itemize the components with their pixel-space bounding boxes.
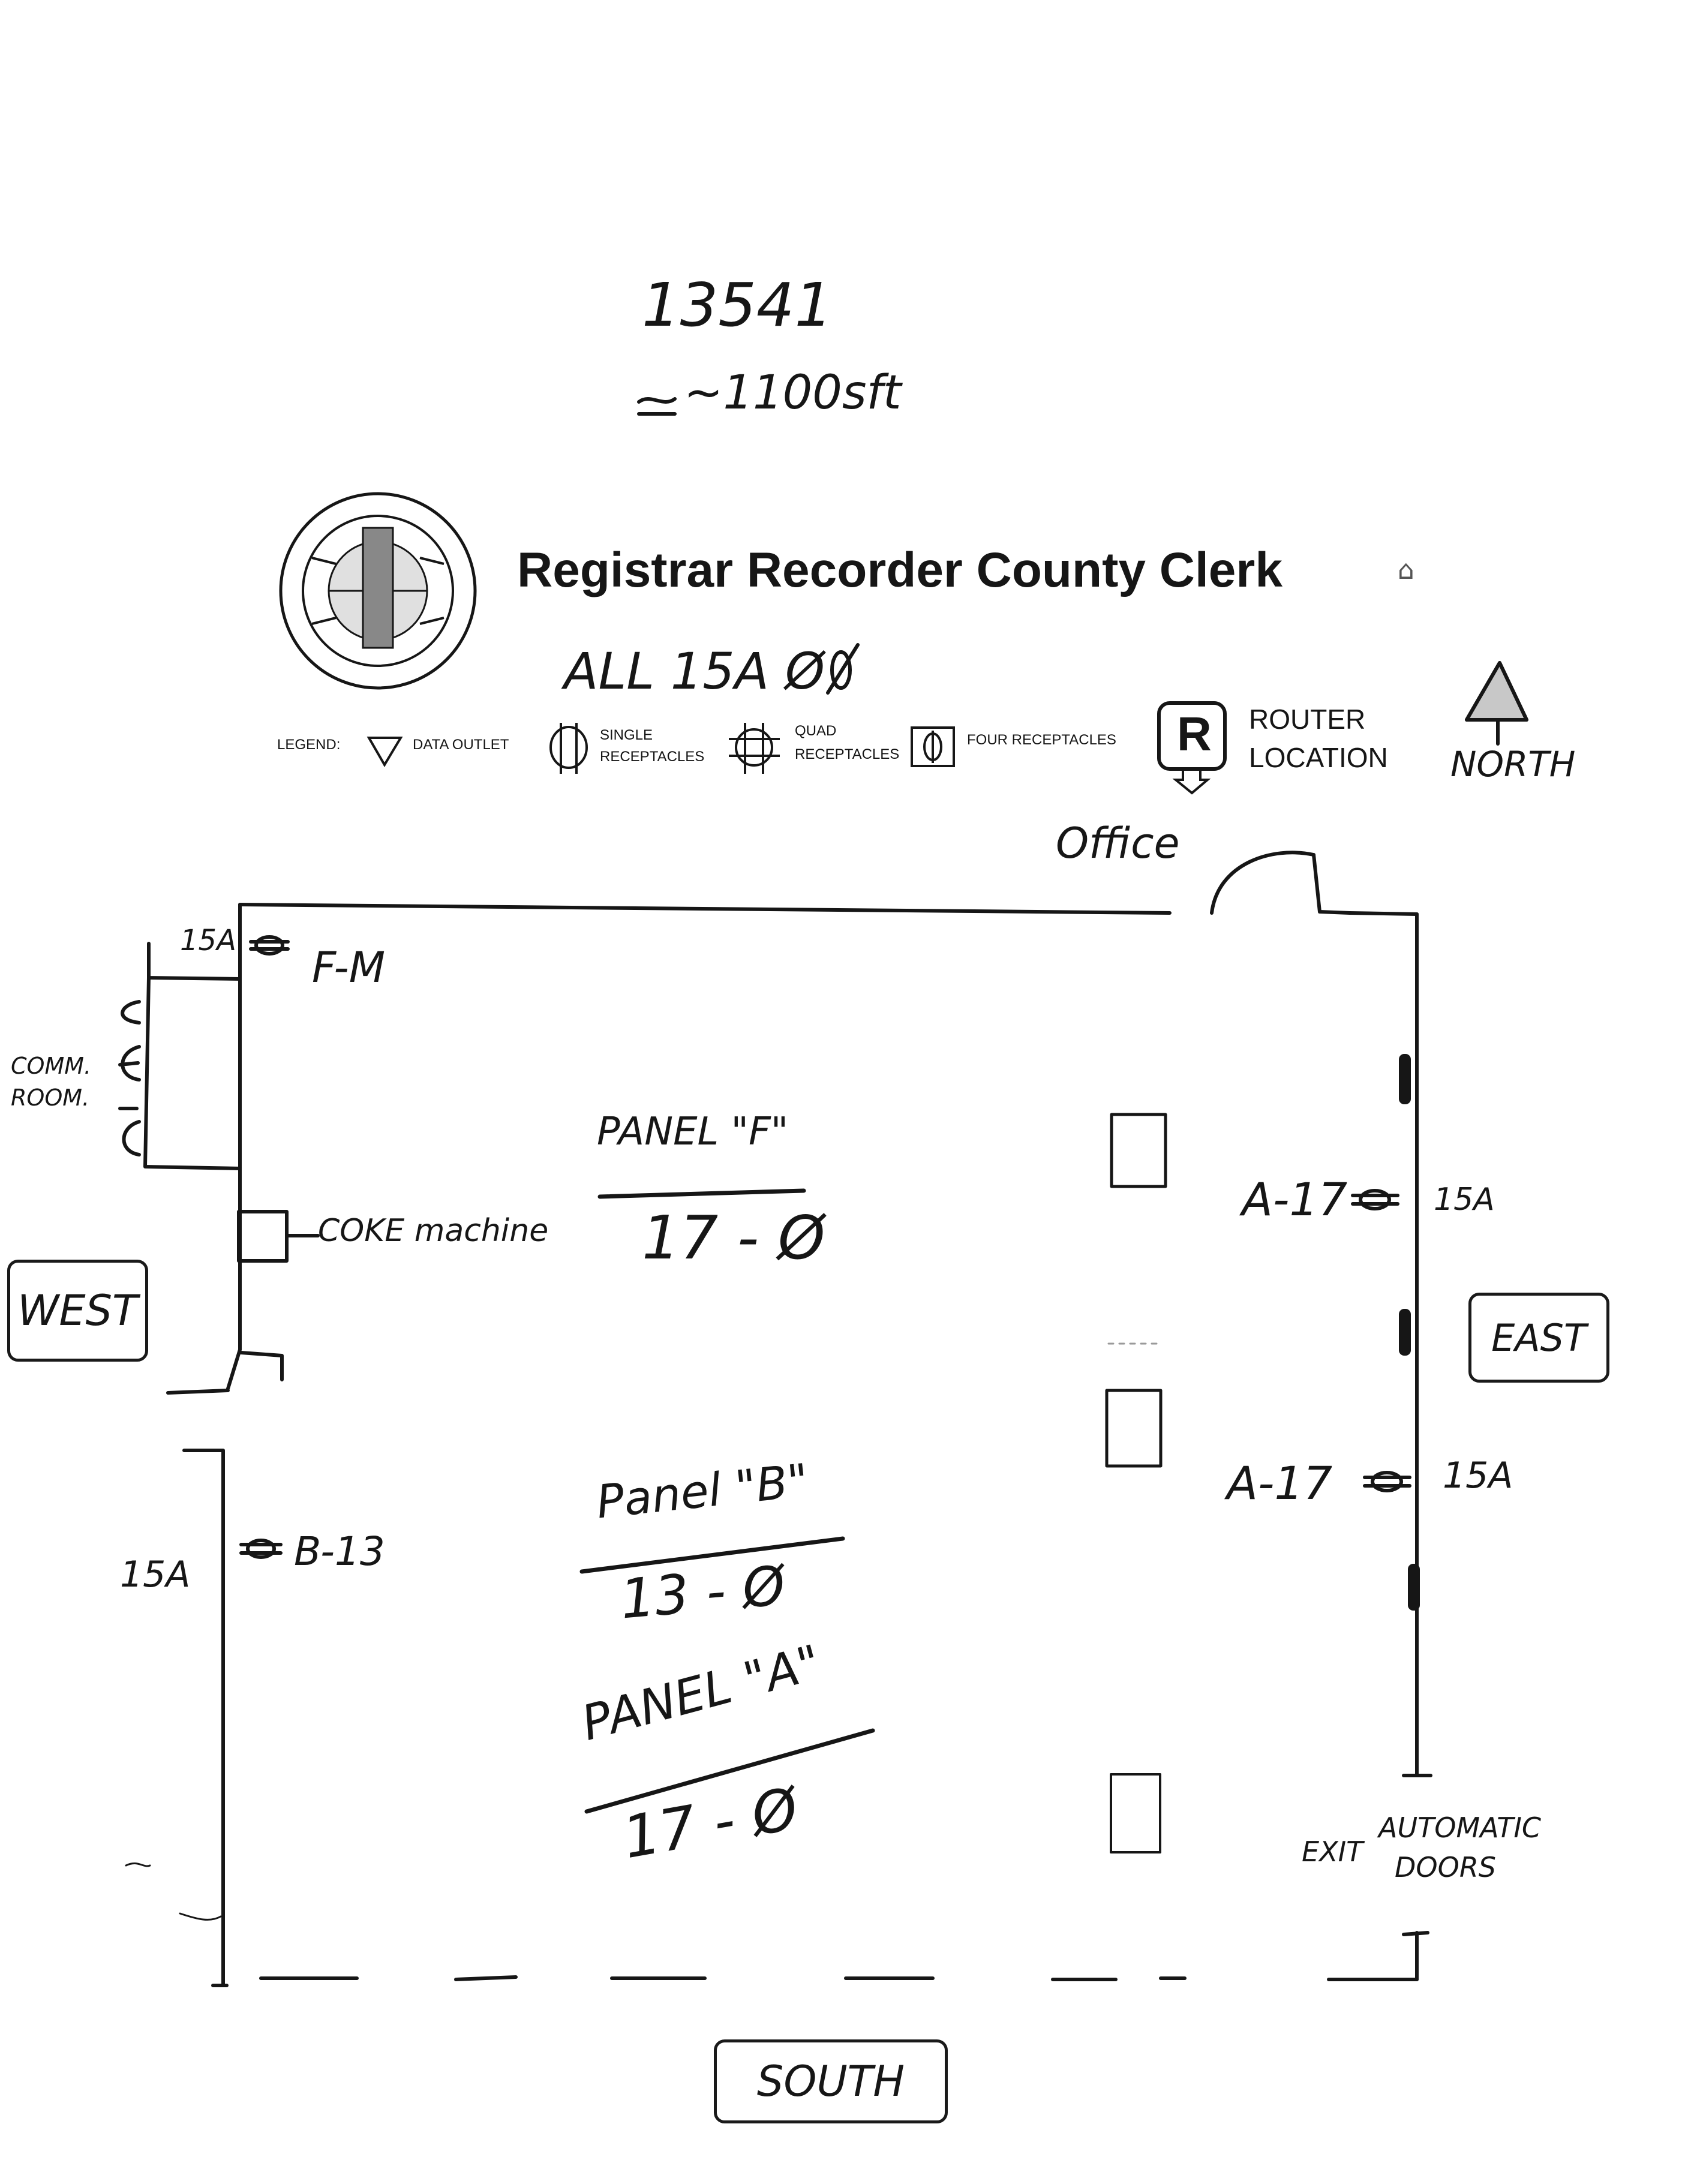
all-circuits-note: ALL 15A Ø: [564, 642, 825, 701]
east-upper-amp-label: 15A: [1434, 1182, 1495, 1218]
north-label: NORTH: [1450, 744, 1576, 785]
legend-quad-2: RECEPTACLES: [795, 746, 900, 762]
receptacle-east-upper: [1351, 1189, 1399, 1210]
east-upper-circuit-label: A-17: [1242, 1173, 1348, 1226]
coke-machine-label: COKE machine: [318, 1213, 549, 1249]
office-door-jamb: [1312, 853, 1351, 915]
coke-machine-box: [237, 1210, 289, 1263]
panel-a-underline: [584, 1728, 875, 1814]
west-label: WEST: [7, 1260, 148, 1362]
column-2: [1105, 1389, 1163, 1468]
office-door: [1210, 851, 1315, 915]
nw-circuit-label: F-M: [312, 943, 386, 992]
west-wall-lower: [182, 1449, 225, 1987]
page-title: Registrar Recorder County Clerk: [517, 543, 1282, 597]
legend-router-1: ROUTER: [1249, 704, 1366, 735]
north-wall: [238, 903, 1172, 915]
county-seal-logo: [279, 492, 477, 690]
west-lower-amp-label: 15A: [120, 1554, 191, 1596]
column-1: [1110, 1113, 1167, 1188]
panel-b-underline: [579, 1536, 845, 1574]
column-3: [1110, 1773, 1161, 1853]
east-lower-amp-label: 15A: [1443, 1455, 1513, 1497]
legend-quad-receptacle-icon: [729, 723, 780, 774]
exit-label: EXIT: [1302, 1835, 1363, 1868]
south-label: SOUTH: [714, 2039, 948, 2123]
project-area: ~1100sft: [684, 366, 902, 420]
receptacle-west-lower: [239, 1539, 283, 1559]
west-lower-circuit-label: B-13: [294, 1528, 385, 1575]
panel-f-underline: [597, 1188, 806, 1199]
nw-amp-label: 15A: [180, 924, 236, 957]
automatic-doors-label-1: AUTOMATIC: [1378, 1812, 1542, 1844]
east-window-1: [1399, 1054, 1411, 1104]
legend-router-icon: [1157, 701, 1227, 795]
legend-label: LEGEND:: [277, 737, 341, 753]
east-label: EAST: [1468, 1293, 1609, 1383]
panel-f-name: PANEL "F": [597, 1110, 789, 1154]
legend-router-2: LOCATION: [1249, 742, 1388, 773]
legend-single-1: SINGLE: [600, 727, 653, 743]
office-label: Office: [1056, 819, 1180, 868]
phase-symbol-icon: [826, 643, 860, 695]
receptacle-east-lower: [1363, 1471, 1411, 1492]
receptacle-nw: [249, 935, 290, 956]
legend-data-outlet: DATA OUTLET: [413, 737, 509, 753]
legend-single-2: RECEPTACLES: [600, 749, 705, 765]
home-icon: ⌂: [1398, 555, 1414, 585]
east-window-3: [1408, 1564, 1420, 1611]
comm-room-label-1: COMM.: [11, 1053, 92, 1079]
legend-single-receptacle-icon: [549, 723, 588, 774]
automatic-doors-label-2: DOORS: [1395, 1851, 1496, 1883]
east-lower-circuit-label: A-17: [1227, 1456, 1333, 1510]
east-window-2: [1399, 1309, 1411, 1356]
comm-room-label-2: ROOM.: [11, 1085, 90, 1111]
north-arrow-icon: [1465, 661, 1528, 746]
legend-four-receptacle-icon: [911, 726, 955, 767]
legend-quad-1: QUAD: [795, 723, 837, 739]
project-number: 13541: [642, 270, 833, 340]
legend-router-letter: R: [1177, 707, 1212, 761]
panel-f-spec: 17 - Ø: [642, 1203, 825, 1273]
legend-four-receptacles: FOUR RECEPTACLES: [967, 732, 1116, 748]
legend-data-outlet-icon: [367, 737, 403, 767]
